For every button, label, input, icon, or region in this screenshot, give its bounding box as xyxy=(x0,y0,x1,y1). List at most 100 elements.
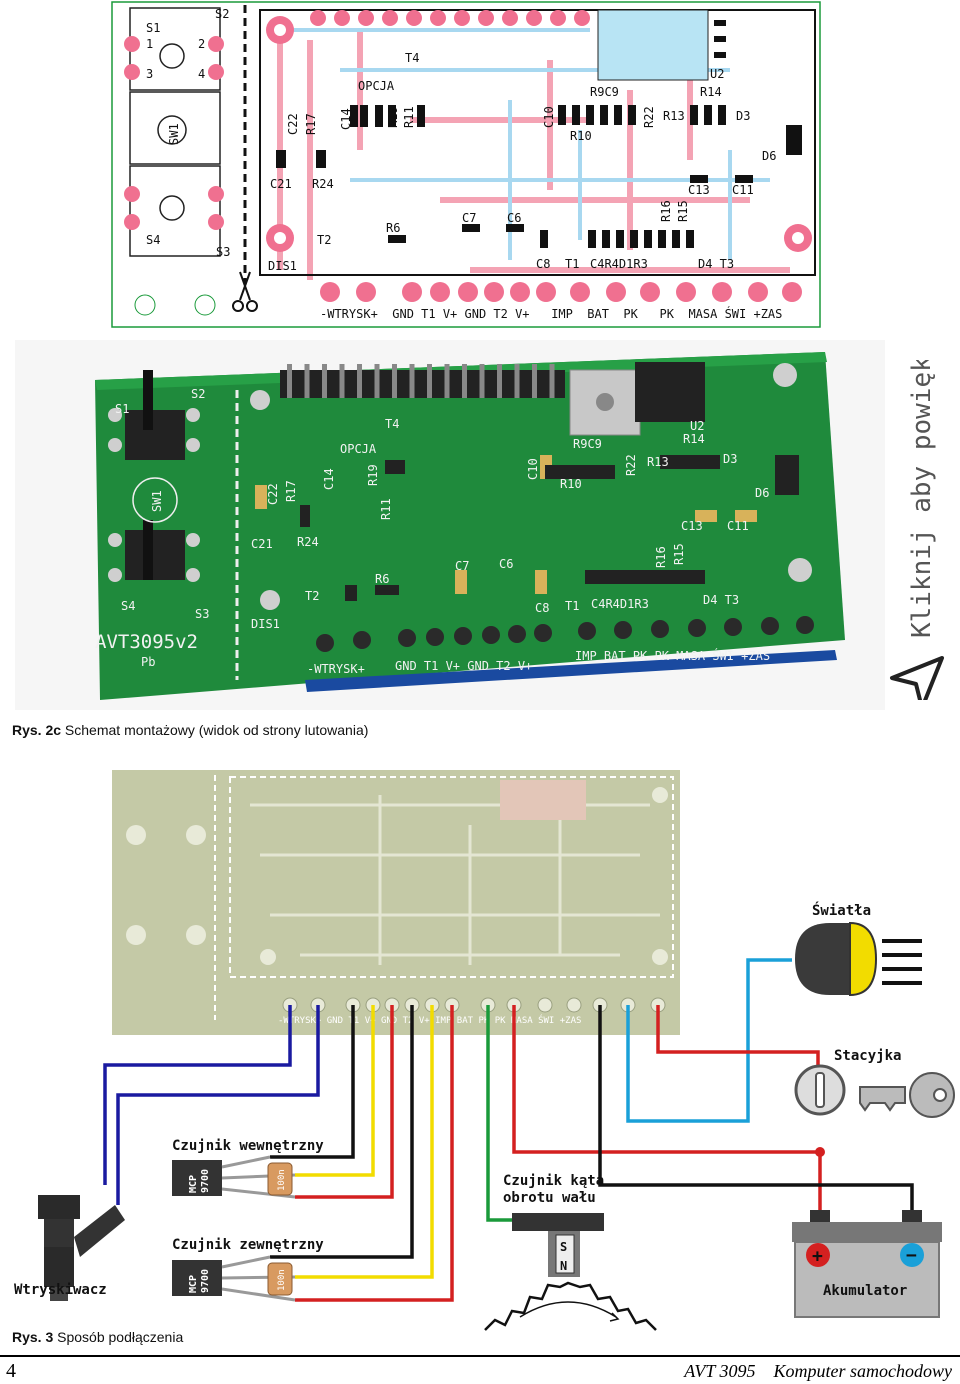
photo-label-d3: D3 xyxy=(723,452,737,466)
label-r11: R11 xyxy=(402,106,416,128)
photo-label-c6: C6 xyxy=(499,557,513,571)
photo-label-t2: T2 xyxy=(305,589,319,603)
photo-label-r24: R24 xyxy=(297,535,319,549)
label-d3: D3 xyxy=(736,109,750,123)
terminal-hole xyxy=(537,997,553,1013)
photo-label-r13: R13 xyxy=(647,455,669,469)
label-c7: C7 xyxy=(462,211,476,225)
photo-label-d6: D6 xyxy=(755,486,769,500)
label-s1: S1 xyxy=(146,21,160,35)
label-czujnik-wew: Czujnik wewnętrzny xyxy=(172,1138,324,1154)
pcb-layout-drawing: S1 S2 S3 S4 1 2 3 4 T4 OPCJA U2 R9C9 R14… xyxy=(111,1,821,328)
photo-label-c21: C21 xyxy=(251,537,273,551)
photo-label-s3: S3 xyxy=(195,607,209,621)
enlarge-link[interactable]: Kliknij aby powiększyć xyxy=(888,294,948,710)
header-pin xyxy=(479,364,485,398)
photo-label-pb: Pb xyxy=(141,655,155,669)
photo-label-c4r4d1r3: C4R4D1R3 xyxy=(591,597,649,611)
label-c21: C21 xyxy=(270,177,292,191)
header-pin xyxy=(374,364,380,398)
photo-label-opcja: OPCJA xyxy=(340,442,377,456)
label-t4: T4 xyxy=(405,51,419,65)
header-pin xyxy=(287,364,292,398)
battery-icon: + − xyxy=(792,1210,942,1318)
label-r16: R16 xyxy=(659,200,673,222)
label-c14: C14 xyxy=(339,108,353,130)
photo-label-sw1: SW1 xyxy=(150,490,164,512)
label-r9c9: R9C9 xyxy=(590,85,619,99)
label-czujnik-kata-2: obrotu wału xyxy=(503,1190,596,1206)
photo-label-r14: R14 xyxy=(683,432,705,446)
footer-rule xyxy=(0,1355,960,1357)
label-d4t3: D4 T3 xyxy=(698,257,734,271)
external-sensor-icon xyxy=(172,1255,296,1302)
enlarge-text: Kliknij aby powiększyć xyxy=(907,360,937,638)
pcb-photo: S1 S2 S3 S4 T4 OPCJA U2 R9C9 R14 R10 R13… xyxy=(15,340,885,710)
header-pin xyxy=(549,364,555,398)
label-p1: 1 xyxy=(146,37,153,51)
label-s4: S4 xyxy=(146,233,160,247)
label-r22: R22 xyxy=(642,106,656,128)
ignition-switch-icon xyxy=(794,1064,846,1116)
cursor-arrow-icon xyxy=(890,656,944,710)
photo-label-s1: S1 xyxy=(115,402,129,416)
label-r15: R15 xyxy=(676,200,690,222)
terminal-labels: -WTRYSK+ GND T1 V+ GND T2 V+ IMP BAT PK … xyxy=(320,306,782,321)
header-pin xyxy=(444,364,450,398)
header-pin xyxy=(357,364,362,398)
battery-plus: + xyxy=(812,1246,823,1267)
photo-label-c10: C10 xyxy=(526,458,540,480)
label-r10: R10 xyxy=(570,129,592,143)
photo-label-s4: S4 xyxy=(121,599,135,613)
page-number: 4 xyxy=(6,1360,16,1382)
photo-terminals-mid: GND T1 V+ GND T2 V+ xyxy=(395,659,532,673)
header-pad xyxy=(310,10,326,26)
header-pad xyxy=(430,10,446,26)
header-pin xyxy=(409,364,415,398)
label-c11: C11 xyxy=(732,183,754,197)
photo-label-r22: R22 xyxy=(624,454,638,476)
label-d6: D6 xyxy=(762,149,776,163)
caption-fig-2c: Rys. 2c Schemat montażowy (widok od stro… xyxy=(12,722,369,738)
header-pad xyxy=(358,10,374,26)
int-cap: 100n xyxy=(277,1169,287,1191)
label-r19: R19 xyxy=(386,106,400,128)
label-czujnik-kata-1: Czujnik kąta xyxy=(503,1173,604,1189)
internal-sensor-icon xyxy=(172,1155,296,1199)
label-c13: C13 xyxy=(688,183,710,197)
label-akumulator: Akumulator xyxy=(823,1283,907,1299)
label-c22: C22 xyxy=(286,113,300,135)
label-c6: C6 xyxy=(507,211,521,225)
label-c4r4d1r3: C4R4D1R3 xyxy=(590,257,648,271)
label-p4: 4 xyxy=(198,67,205,81)
header-pin xyxy=(392,364,397,398)
header-pin xyxy=(514,364,520,398)
photo-label-r9c9: R9C9 xyxy=(573,437,602,451)
label-t1: T1 xyxy=(565,257,579,271)
label-u2: U2 xyxy=(710,67,724,81)
ext-mcp-num: 9700 xyxy=(200,1269,211,1293)
label-r13: R13 xyxy=(663,109,685,123)
photo-terminals-left: -WTRYSK+ xyxy=(307,662,365,676)
label-r24: R24 xyxy=(312,177,334,191)
ext-cap: 100n xyxy=(277,1269,287,1291)
label-stacyjka: Stacyjka xyxy=(834,1048,901,1064)
mag-n: N xyxy=(560,1259,567,1273)
photo-label-d4t3: D4 T3 xyxy=(703,593,739,607)
header-pad xyxy=(454,10,470,26)
int-mcp-num: 9700 xyxy=(200,1169,211,1193)
label-r17: R17 xyxy=(304,113,318,135)
label-c10: C10 xyxy=(542,106,556,128)
label-p3: 3 xyxy=(146,67,153,81)
scissors-icon xyxy=(232,271,258,312)
photo-label-c7: C7 xyxy=(455,559,469,573)
photo-label-c14: C14 xyxy=(322,468,336,490)
header-pin xyxy=(322,364,327,398)
photo-label-r11: R11 xyxy=(379,498,393,520)
label-p2: 2 xyxy=(198,37,205,51)
header-pad xyxy=(406,10,422,26)
caption-fig-3: Rys. 3 Sposób podłączenia xyxy=(12,1329,184,1345)
board-name: AVT3095v2 xyxy=(95,631,198,653)
wiring-diagram: -WTRYSK+ GND T1 V+ GND T2 V+ IMP BAT PK … xyxy=(14,770,955,1331)
label-r6: R6 xyxy=(386,221,400,235)
